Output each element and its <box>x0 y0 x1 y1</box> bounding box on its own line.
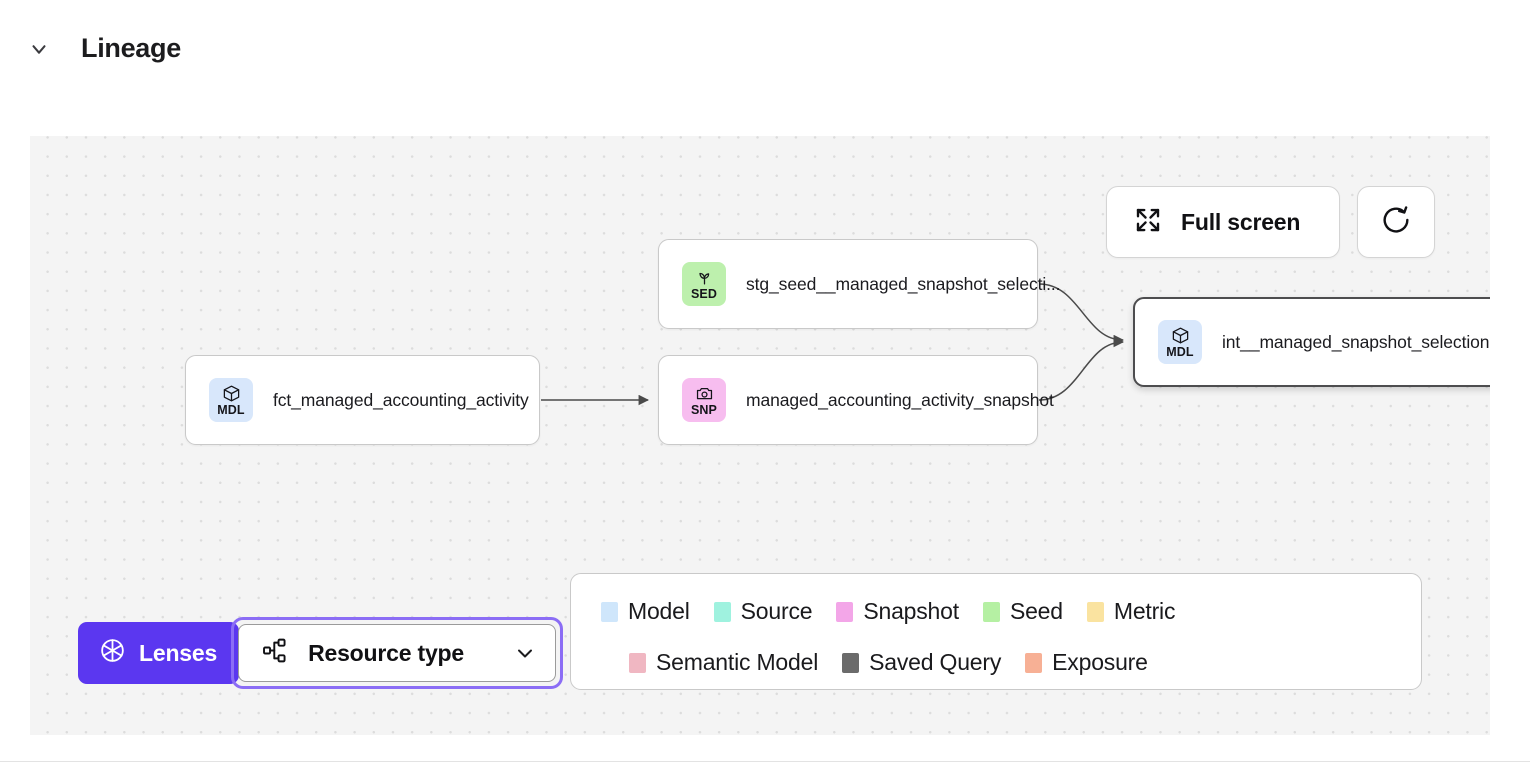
legend-label: Saved Query <box>869 649 1002 675</box>
lineage-legend: Model Source Snapshot Seed Metric S <box>570 573 1422 690</box>
badge-code: SED <box>690 287 717 301</box>
refresh-icon <box>1380 204 1412 241</box>
resource-badge-mdl: MDL <box>1158 320 1202 364</box>
badge-code: MDL <box>217 403 245 417</box>
legend-swatch-model <box>601 601 618 622</box>
collapse-section-toggle[interactable] <box>26 36 52 62</box>
seedling-icon <box>695 268 714 288</box>
legend-swatch-source <box>713 601 731 622</box>
expand-arrows-icon <box>1133 205 1163 240</box>
legend-swatch-seed <box>982 601 1000 622</box>
legend-item-semantic-model: Semantic Model <box>629 649 818 676</box>
legend-swatch-snapshot <box>836 601 854 622</box>
legend-item-source: Source <box>713 598 813 625</box>
node-label: managed_accounting_activity_snapshot <box>746 389 1054 410</box>
resource-type-focus-ring: Resource type <box>231 617 564 689</box>
canvas-controls: Full screen <box>1106 186 1435 258</box>
graph-node-seed-stg[interactable]: SED stg_seed__managed_snapshot_selecti..… <box>658 239 1061 329</box>
legend-swatch-exposure <box>1025 652 1043 673</box>
lenses-button[interactable]: Lenses <box>78 622 240 684</box>
graph-node-model-int-selected[interactable]: MDL int__managed_snapshot_selection <box>1133 297 1490 387</box>
legend-label: Exposure <box>1052 649 1148 675</box>
page-divider <box>0 761 1530 762</box>
legend-label: Source <box>740 598 813 624</box>
lineage-section-header: Lineage <box>0 0 1530 100</box>
badge-code: MDL <box>1166 345 1194 359</box>
node-label: fct_managed_accounting_activity <box>273 389 529 410</box>
chevron-down-icon <box>28 38 50 60</box>
full-screen-button[interactable]: Full screen <box>1106 186 1340 258</box>
legend-swatch-metric <box>1086 601 1104 622</box>
resource-type-dropdown[interactable]: Resource type <box>238 624 557 682</box>
cube-icon <box>1171 326 1190 346</box>
legend-label: Semantic Model <box>656 649 819 675</box>
legend-label: Snapshot <box>863 598 959 624</box>
resource-badge-mdl: MDL <box>209 378 253 422</box>
resource-badge-snp: SNP <box>682 378 726 422</box>
resource-badge-sed: SED <box>682 262 726 306</box>
full-screen-label: Full screen <box>1181 208 1301 235</box>
resource-type-label: Resource type <box>308 639 464 666</box>
lenses-label: Lenses <box>139 639 218 666</box>
legend-swatch-semantic-model <box>629 652 646 673</box>
legend-label: Metric <box>1113 598 1176 624</box>
page-title: Lineage <box>81 33 181 63</box>
legend-label: Seed <box>1009 598 1063 624</box>
legend-item-seed: Seed <box>982 598 1063 625</box>
graph-node-model-fct[interactable]: MDL fct_managed_accounting_activity <box>185 355 540 445</box>
legend-item-snapshot: Snapshot <box>836 598 959 625</box>
node-label: stg_seed__managed_snapshot_selecti... <box>746 273 1061 294</box>
lineage-graph-canvas[interactable]: Full screen MDL fct_managed_accounti <box>30 136 1490 735</box>
node-label: int__managed_snapshot_selection <box>1222 331 1490 352</box>
legend-label: Model <box>628 598 690 624</box>
hierarchy-icon <box>261 636 290 670</box>
legend-item-model: Model <box>601 598 690 625</box>
camera-icon <box>695 384 714 404</box>
legend-row-primary: Model Source Snapshot Seed Metric <box>601 591 1391 632</box>
lineage-toolbar: Lenses Resource type <box>78 617 564 689</box>
legend-item-saved-query: Saved Query <box>842 649 1001 676</box>
legend-item-exposure: Exposure <box>1025 649 1148 676</box>
graph-node-snapshot-managed[interactable]: SNP managed_accounting_activity_snapshot <box>658 355 1054 445</box>
cube-icon <box>222 384 241 404</box>
legend-swatch-saved-query <box>842 652 860 673</box>
legend-row-secondary: Semantic Model Saved Query Exposure <box>601 642 1391 683</box>
chevron-down-icon <box>513 641 537 665</box>
aperture-icon <box>99 637 126 669</box>
badge-code: SNP <box>690 403 717 417</box>
refresh-button[interactable] <box>1357 186 1435 258</box>
legend-item-metric: Metric <box>1086 598 1176 625</box>
